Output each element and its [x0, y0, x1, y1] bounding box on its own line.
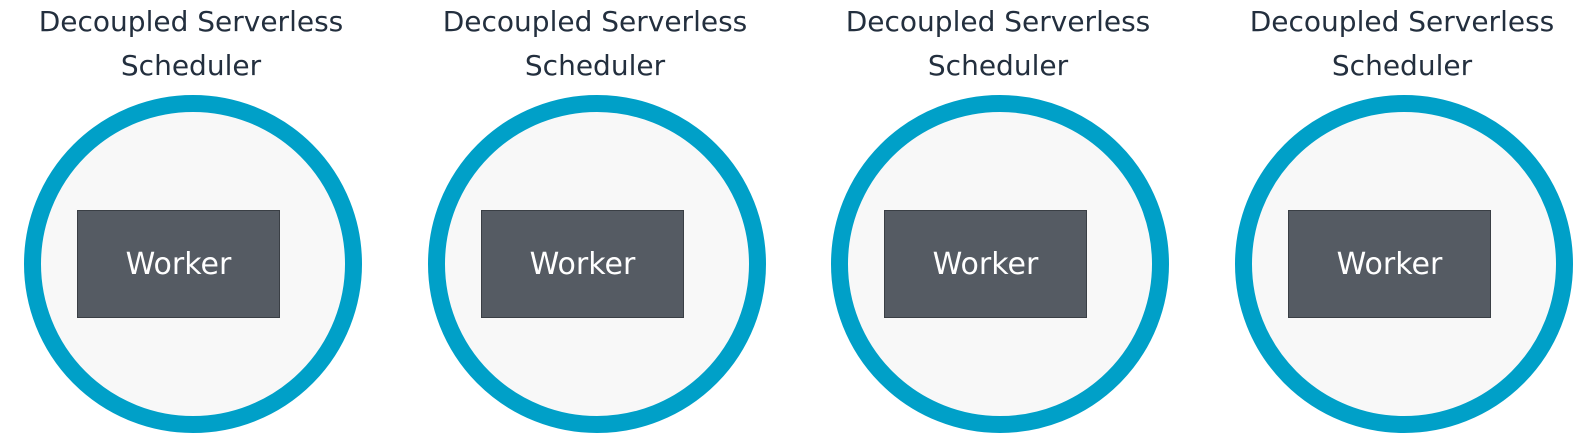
worker-label: Worker [932, 246, 1039, 282]
scheduler-label-line1: Decoupled Serverless [845, 5, 1151, 38]
worker-box: Worker [1288, 210, 1491, 318]
scheduler-label-line2: Scheduler [524, 49, 666, 82]
scheduler-label-line1: Decoupled Serverless [442, 5, 748, 38]
worker-box: Worker [77, 210, 280, 318]
scheduler-label-line2: Scheduler [1331, 49, 1473, 82]
worker-label: Worker [529, 246, 636, 282]
scheduler-label: Decoupled Serverless Scheduler [808, 0, 1188, 90]
scheduler-unit-3: Decoupled Serverless Scheduler Worker [808, 0, 1188, 444]
scheduler-label-line1: Decoupled Serverless [1249, 5, 1555, 38]
scheduler-label: Decoupled Serverless Scheduler [1, 0, 381, 90]
scheduler-label-line2: Scheduler [120, 49, 262, 82]
worker-box: Worker [884, 210, 1087, 318]
scheduler-label-line1: Decoupled Serverless [38, 5, 344, 38]
scheduler-unit-4: Decoupled Serverless Scheduler Worker [1212, 0, 1576, 444]
worker-label: Worker [125, 246, 232, 282]
scheduler-unit-2: Decoupled Serverless Scheduler Worker [405, 0, 785, 444]
scheduler-label: Decoupled Serverless Scheduler [1212, 0, 1576, 90]
scheduler-label-line2: Scheduler [927, 49, 1069, 82]
worker-label: Worker [1336, 246, 1443, 282]
worker-box: Worker [481, 210, 684, 318]
scheduler-label: Decoupled Serverless Scheduler [405, 0, 785, 90]
scheduler-unit-1: Decoupled Serverless Scheduler Worker [1, 0, 381, 444]
